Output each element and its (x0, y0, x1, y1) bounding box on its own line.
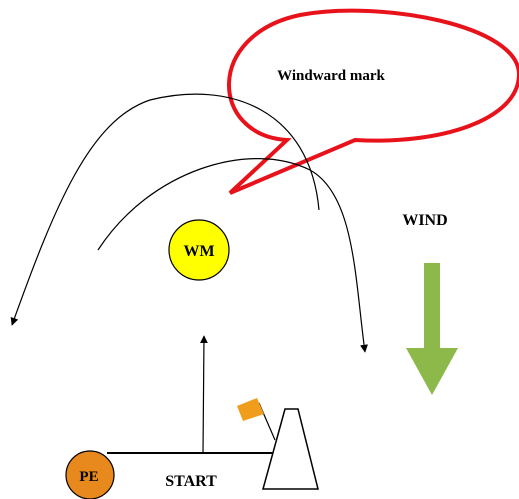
wind-indicator: WIND (402, 212, 458, 395)
start-flag (237, 398, 264, 421)
windward-mark-buoy (168, 219, 230, 281)
pin-end-label: PE (79, 469, 98, 485)
start-upwind-arrow (199, 335, 208, 454)
committee-boat (237, 398, 319, 490)
pin-end-mark: PE (65, 450, 115, 499)
start-label: START (165, 473, 217, 490)
course-paths (10, 93, 368, 454)
committee-boat-hull (262, 408, 319, 490)
windward-mark-callout: Windward mark (227, 8, 519, 195)
outer-course-arc (10, 93, 320, 326)
inner-course-arc (97, 158, 368, 353)
wind-arrow (406, 263, 458, 395)
callout-bubble (227, 8, 519, 195)
callout-text: Windward mark (277, 68, 385, 84)
windward-mark: WM (168, 219, 230, 281)
wind-label: WIND (402, 212, 447, 229)
windward-mark-label: WM (183, 243, 214, 260)
pin-end-buoy (65, 450, 115, 499)
